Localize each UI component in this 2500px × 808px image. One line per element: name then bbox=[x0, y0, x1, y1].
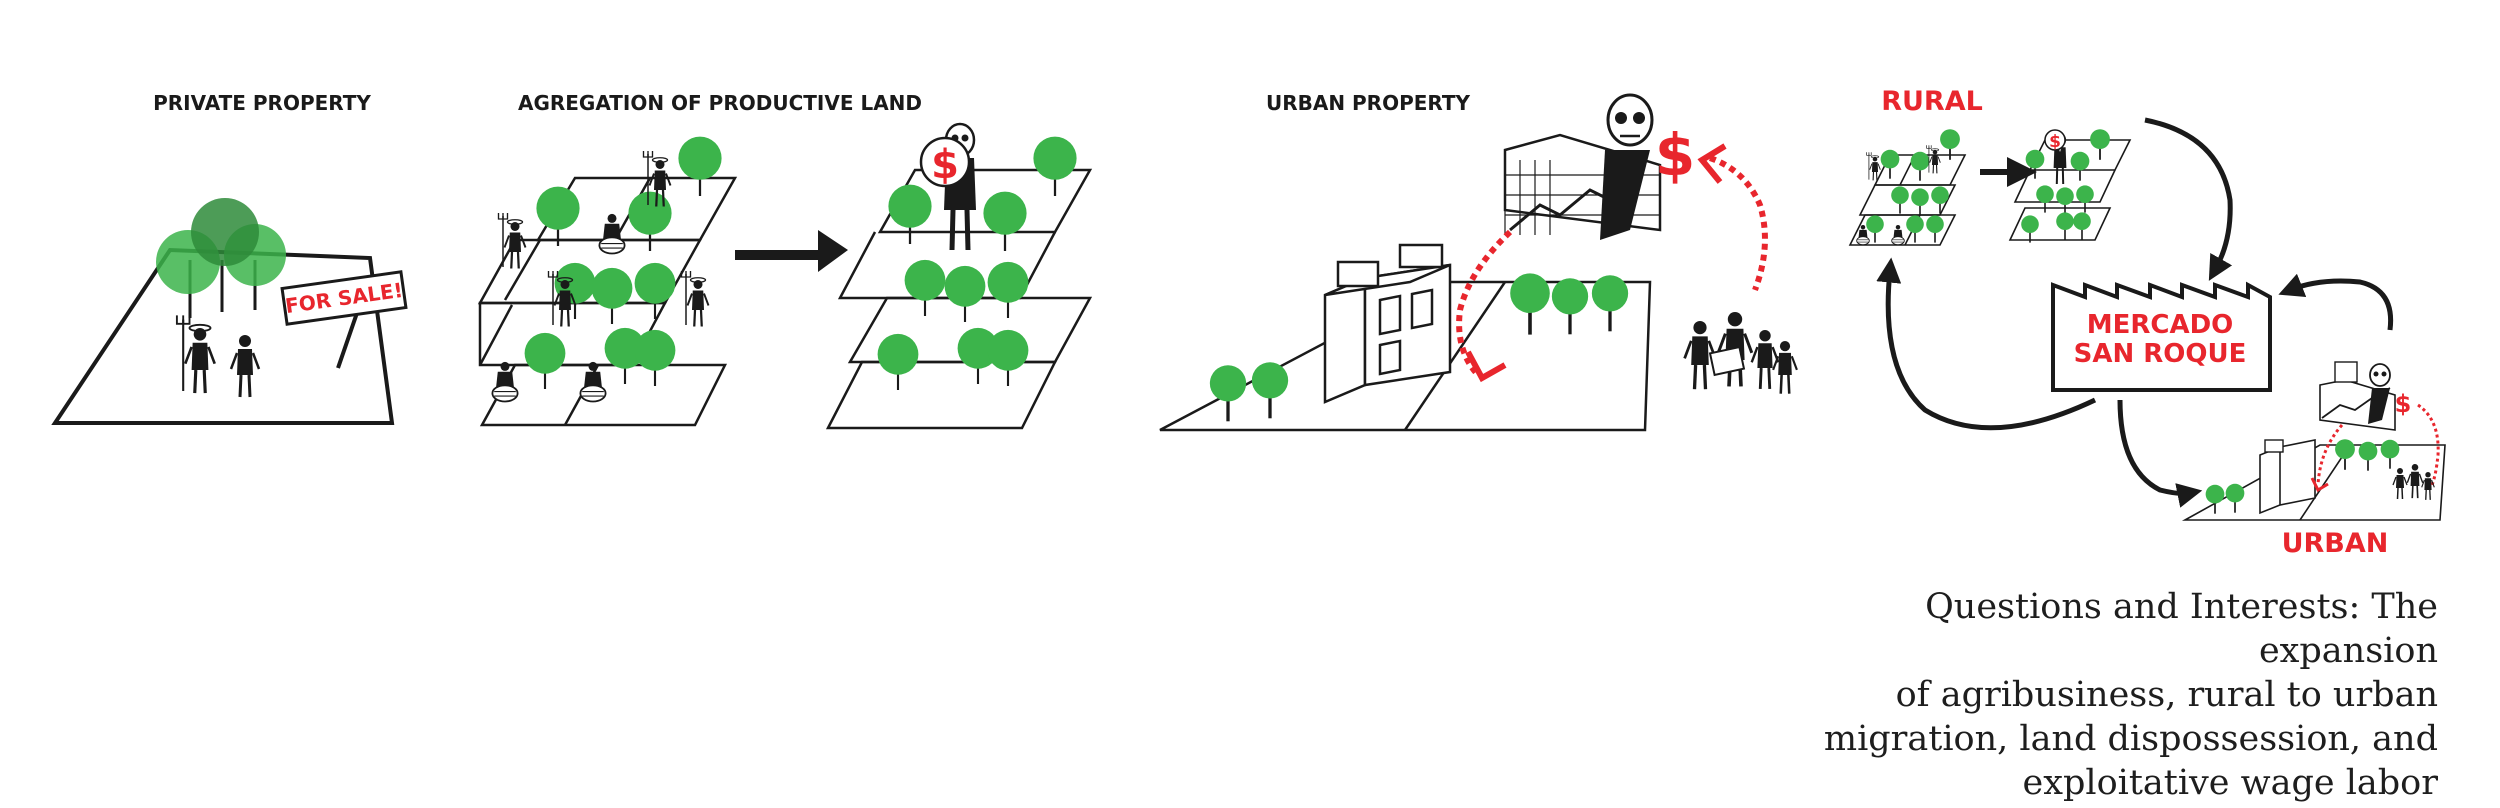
urban-label: URBAN bbox=[2282, 528, 2389, 559]
displacement-arrow-dotted bbox=[1456, 229, 1513, 378]
migrant-family bbox=[1682, 310, 1799, 395]
money-bag-icon bbox=[919, 136, 971, 188]
land-plot-outline bbox=[51, 247, 395, 425]
sale-sign: FOR SALE! bbox=[280, 270, 408, 369]
urban-mini-money-symbol: $ bbox=[2395, 390, 2412, 418]
market-label-line1: MERCADO bbox=[2087, 310, 2234, 340]
panel-title-aggregation: AGREGATION OF PRODUCTIVE LAND bbox=[518, 91, 922, 115]
apartment-building bbox=[1323, 243, 1452, 404]
arrow-market-to-urban bbox=[2117, 399, 2203, 508]
farmer-figure bbox=[177, 315, 215, 393]
panel-title-urban: URBAN PROPERTY bbox=[1266, 91, 1471, 115]
urban-skull-figure bbox=[1600, 93, 1654, 240]
rural-mini-consolidated-trees: $ bbox=[2020, 128, 2111, 244]
displacement-arrowhead bbox=[1465, 350, 1507, 383]
rural-money-symbol: $ bbox=[2049, 132, 2061, 152]
rural-mini-fragmented bbox=[1848, 154, 1967, 246]
rural-mini-fragmented-trees bbox=[1856, 128, 1961, 246]
arrow-market-to-rural bbox=[1876, 257, 2097, 431]
rural-mini-consolidated bbox=[2008, 139, 2132, 241]
woman-figure bbox=[229, 333, 261, 399]
skull-landowner: $ bbox=[919, 124, 976, 250]
market-label-line2: SAN ROQUE bbox=[2074, 339, 2247, 369]
money-symbol: $ bbox=[931, 142, 959, 188]
caption-line: exploitative wage labor bbox=[2022, 763, 2438, 803]
fragmented-trees bbox=[523, 135, 723, 391]
panel-cycle: RURAL bbox=[1848, 86, 2446, 559]
arrow-urban-to-market bbox=[2278, 273, 2394, 331]
urban-money-symbol: $ bbox=[1655, 121, 1695, 189]
panel-urban-property: URBAN PROPERTY bbox=[1159, 91, 1799, 432]
arrow-rural-to-market bbox=[2144, 117, 2233, 281]
consolidation-arrow bbox=[735, 230, 848, 272]
caption-line: of agribusiness, rural to urban bbox=[1895, 675, 2438, 715]
rural-label: RURAL bbox=[1881, 86, 1983, 117]
return-arrow-dotted bbox=[1708, 155, 1768, 292]
panel-title-private: PRIVATE PROPERTY bbox=[153, 91, 371, 115]
caption-block: Questions and Interests: The expansion o… bbox=[1738, 585, 2438, 805]
tree-cluster bbox=[156, 198, 286, 318]
urban-mini-scene: $ bbox=[2181, 361, 2446, 521]
panel-aggregation: AGREGATION OF PRODUCTIVE LAND bbox=[477, 91, 1093, 430]
caption-line: migration, land dispossession, and bbox=[1823, 719, 2438, 759]
return-arrowhead bbox=[1697, 143, 1727, 184]
consolidated-trees bbox=[876, 135, 1078, 392]
panel-private-property: PRIVATE PROPERTY FOR SALE! bbox=[51, 91, 408, 425]
caption-line: Questions and Interests: The expansion bbox=[1925, 587, 2438, 671]
market-building: MERCADO SAN ROQUE bbox=[2051, 281, 2272, 392]
